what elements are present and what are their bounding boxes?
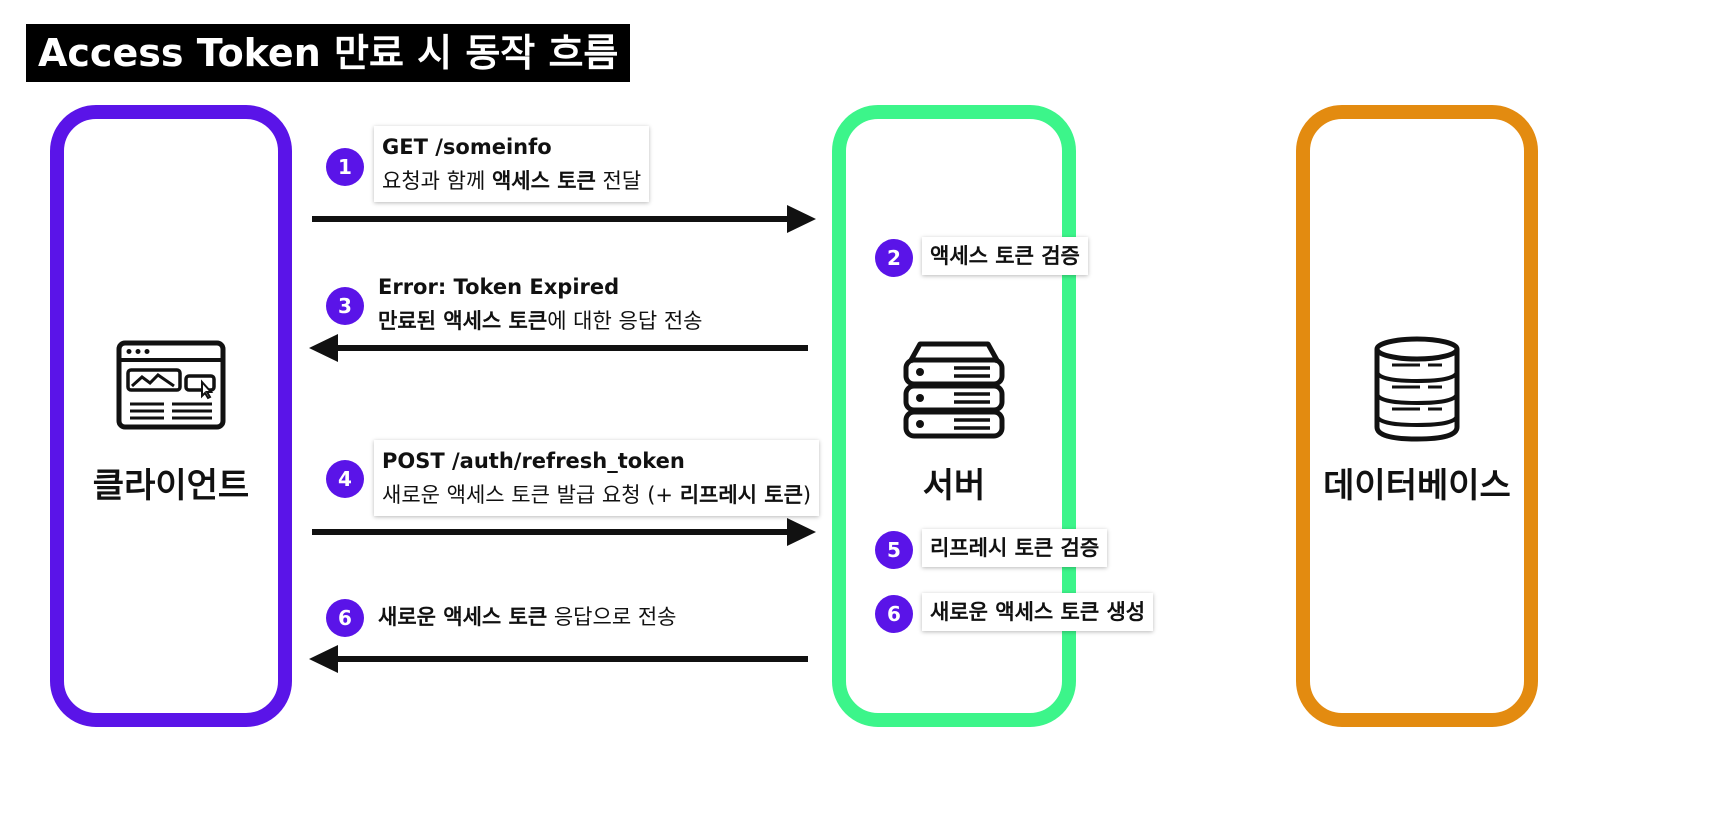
step-1-head: GET /someinfo <box>382 135 552 159</box>
server-stack-icon <box>902 340 1006 444</box>
server-label: 서버 <box>922 466 986 506</box>
step-badge-3: 3 <box>326 287 364 325</box>
step-3-line: 만료된 액세스 토큰에 대한 응답 전송 <box>378 309 703 333</box>
arrow-step-1 <box>312 205 816 233</box>
step-6-client-message: 새로운 액세스 토큰 응답으로 전송 <box>378 600 676 634</box>
step-3-head: Error: Token Expired <box>378 275 620 299</box>
step-4-message: POST /auth/refresh_token 새로운 액세스 토큰 발급 요… <box>374 440 820 516</box>
step-3-message: Error: Token Expired 만료된 액세스 토큰에 대한 응답 전… <box>378 270 702 338</box>
database-box <box>1296 105 1538 727</box>
client-box <box>50 105 292 727</box>
step-badge-4: 4 <box>326 460 364 498</box>
step-2-label: 액세스 토큰 검증 <box>922 237 1088 275</box>
arrow-step-4 <box>312 518 816 546</box>
step-1-line: 요청과 함께 액세스 토큰 전달 <box>382 169 642 193</box>
database-icon <box>1370 335 1464 447</box>
client-label: 클라이언트 <box>92 466 250 506</box>
diagram-title: Access Token 만료 시 동작 흐름 <box>26 24 631 82</box>
step-badge-6-client: 6 <box>326 599 364 637</box>
step-badge-1: 1 <box>326 148 364 186</box>
step-5-label: 리프레시 토큰 검증 <box>922 529 1108 567</box>
database-label: 데이터베이스 <box>1323 466 1511 506</box>
step-badge-5: 5 <box>875 531 913 569</box>
arrow-step-6 <box>309 645 808 673</box>
step-4-line: 새로운 액세스 토큰 발급 요청 (+ 리프레시 토큰) <box>382 483 812 507</box>
step-1-message: GET /someinfo 요청과 함께 액세스 토큰 전달 <box>374 126 650 202</box>
step-4-head: POST /auth/refresh_token <box>382 449 685 473</box>
step-badge-2: 2 <box>875 239 913 277</box>
web-browser-icon <box>116 340 226 434</box>
step-badge-6-server: 6 <box>875 595 913 633</box>
step-6-server-label: 새로운 액세스 토큰 생성 <box>922 593 1154 631</box>
step-6-client-line: 새로운 액세스 토큰 응답으로 전송 <box>378 605 677 629</box>
arrow-step-3 <box>309 334 808 362</box>
